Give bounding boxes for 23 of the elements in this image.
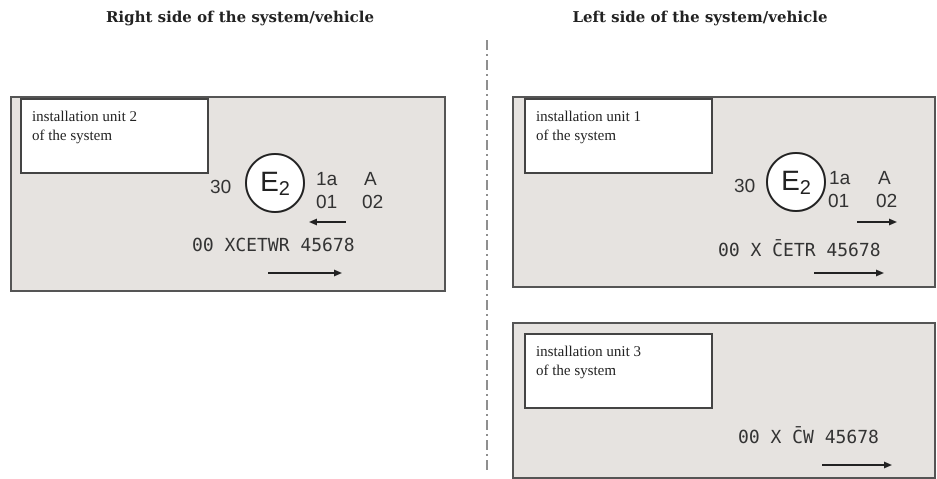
- marking-number: 1a: [829, 169, 850, 189]
- marking-code: 00 X C̄ETR 45678: [718, 241, 881, 261]
- side-heading: Right side of the system/vehicle: [104, 8, 376, 26]
- unit-label-box: installation unit 1 of the system: [524, 98, 713, 174]
- approval-mark-circle: E$_{2}$: [766, 152, 826, 212]
- marking-number: A: [878, 169, 891, 189]
- marking-number: 1a: [316, 170, 338, 190]
- label-panel: [512, 96, 936, 288]
- marking-number: 30: [734, 177, 756, 197]
- marking-number: 02: [876, 192, 898, 212]
- marking-code: 00 X C̄W 45678: [738, 428, 879, 448]
- unit-label-box: installation unit 2 of the system: [20, 98, 209, 174]
- marking-number: 01: [828, 192, 850, 212]
- side-heading: Left side of the system/vehicle: [571, 8, 829, 26]
- label-panel: [512, 322, 936, 479]
- marking-number: A: [364, 170, 377, 190]
- marking-number: 30: [210, 178, 232, 198]
- approval-mark-circle: E$_{2}$: [245, 153, 305, 213]
- marking-number: 02: [362, 193, 384, 213]
- label-panel: [10, 96, 446, 292]
- unit-label-box: installation unit 3 of the system: [524, 333, 713, 409]
- marking-number: 01: [316, 193, 338, 213]
- marking-code: 00 XCETWR 45678: [192, 236, 355, 256]
